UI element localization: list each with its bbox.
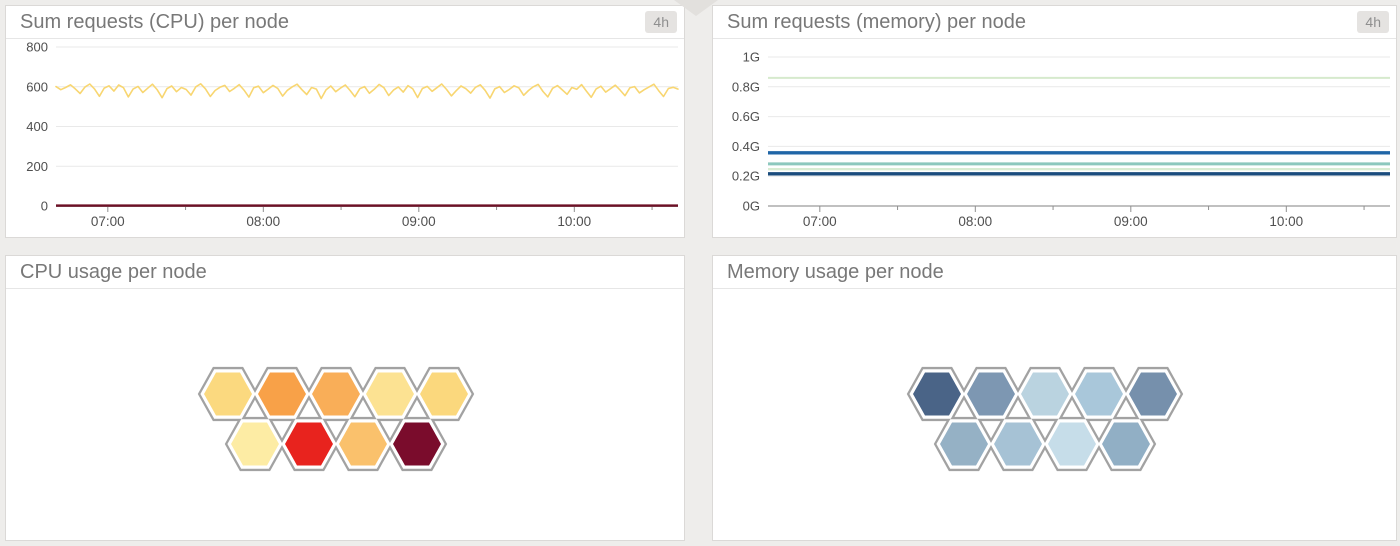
time-range-badge: 4h bbox=[645, 11, 677, 33]
svg-text:200: 200 bbox=[26, 159, 48, 174]
svg-text:400: 400 bbox=[26, 119, 48, 134]
svg-text:1G: 1G bbox=[743, 50, 760, 65]
hexagon-node[interactable] bbox=[1102, 422, 1150, 466]
hexagon-node[interactable] bbox=[285, 422, 333, 466]
panel-sum-requests-cpu: Sum requests (CPU) per node 4h 800 600 400… bbox=[5, 5, 685, 238]
hexagon-node[interactable] bbox=[366, 372, 414, 416]
panel-header-memory-usage[interactable]: Memory usage per node bbox=[713, 256, 1396, 289]
hexagon-node[interactable] bbox=[339, 422, 387, 466]
hexagon-node[interactable] bbox=[913, 372, 961, 416]
series-sum-requests-cpu bbox=[55, 82, 679, 100]
panel-cpu-usage: CPU usage per node bbox=[5, 255, 685, 541]
svg-text:08:00: 08:00 bbox=[246, 214, 280, 229]
time-range-badge: 4h bbox=[1357, 11, 1389, 33]
panel-body bbox=[6, 289, 684, 541]
panel-body bbox=[713, 289, 1396, 541]
svg-text:0G: 0G bbox=[743, 199, 760, 214]
hexagon-node[interactable] bbox=[312, 372, 360, 416]
svg-text:800: 800 bbox=[26, 40, 48, 55]
hexagon-node[interactable] bbox=[940, 422, 988, 466]
panel-body: 800 600 400 200 0 07:00 08:00 09:00 10:00 bbox=[6, 39, 684, 238]
cpu-requests-line-chart[interactable]: 800 600 400 200 0 07:00 08:00 09:00 10:00 bbox=[6, 39, 684, 238]
hexagon-node[interactable] bbox=[258, 372, 306, 416]
svg-text:0: 0 bbox=[41, 199, 48, 214]
panel-header-cpu-usage[interactable]: CPU usage per node bbox=[6, 256, 684, 289]
svg-text:09:00: 09:00 bbox=[402, 214, 436, 229]
cpu-usage-hexmap[interactable] bbox=[6, 289, 684, 541]
panel-header-sum-requests-memory[interactable]: Sum requests (memory) per node 4h bbox=[713, 6, 1396, 39]
memory-usage-hexmap[interactable] bbox=[713, 289, 1396, 541]
panel-memory-usage: Memory usage per node bbox=[712, 255, 1397, 541]
svg-text:10:00: 10:00 bbox=[1269, 214, 1303, 229]
hexagon-node[interactable] bbox=[393, 422, 441, 466]
hexagon-node[interactable] bbox=[204, 372, 252, 416]
svg-text:08:00: 08:00 bbox=[958, 214, 992, 229]
hexagon-node[interactable] bbox=[1048, 422, 1096, 466]
hexagon-node[interactable] bbox=[994, 422, 1042, 466]
hexagon-node[interactable] bbox=[1021, 372, 1069, 416]
svg-text:07:00: 07:00 bbox=[803, 214, 837, 229]
memory-requests-line-chart[interactable]: 1G 0.8G 0.6G 0.4G 0.2G 0G 07:00 08:00 09:00 10:00 bbox=[713, 39, 1396, 238]
svg-text:09:00: 09:00 bbox=[1114, 214, 1148, 229]
hexagon-node[interactable] bbox=[1075, 372, 1123, 416]
hexagon-node[interactable] bbox=[420, 372, 468, 416]
panel-body: 1G 0.8G 0.6G 0.4G 0.2G 0G 07:00 08:00 09:00 10:00 bbox=[713, 39, 1396, 238]
hexagon-node[interactable] bbox=[1129, 372, 1177, 416]
panel-title: CPU usage per node bbox=[20, 260, 207, 283]
svg-text:0.4G: 0.4G bbox=[732, 139, 760, 154]
panel-header-sum-requests-cpu[interactable]: Sum requests (CPU) per node 4h bbox=[6, 6, 684, 39]
panel-title: Sum requests (memory) per node bbox=[727, 10, 1027, 33]
panel-sum-requests-memory: Sum requests (memory) per node 4h 1G 0.8G… bbox=[712, 5, 1397, 238]
svg-text:600: 600 bbox=[26, 79, 48, 94]
svg-text:10:00: 10:00 bbox=[557, 214, 591, 229]
svg-text:0.8G: 0.8G bbox=[732, 79, 760, 94]
svg-text:07:00: 07:00 bbox=[91, 214, 125, 229]
svg-text:0.6G: 0.6G bbox=[732, 109, 760, 124]
row-collapse-chevron-down-icon[interactable] bbox=[674, 0, 718, 16]
hexagon-node[interactable] bbox=[967, 372, 1015, 416]
svg-text:0.2G: 0.2G bbox=[732, 169, 760, 184]
panel-title: Sum requests (CPU) per node bbox=[20, 10, 290, 33]
panel-title: Memory usage per node bbox=[727, 260, 944, 283]
hexagon-node[interactable] bbox=[231, 422, 279, 466]
